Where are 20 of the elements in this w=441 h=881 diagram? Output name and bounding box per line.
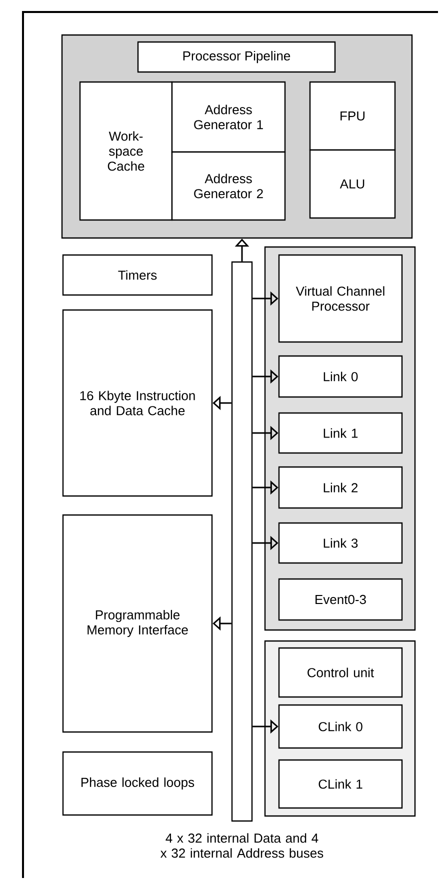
block-box: Address Generator 1 — [171, 81, 286, 153]
block-box: Control unit — [278, 647, 403, 698]
block-box: Work- space Cache — [79, 81, 173, 221]
block-box: Link 0 — [278, 355, 403, 398]
block-box: Timers — [62, 254, 213, 296]
bus-bar — [231, 261, 253, 822]
block-box: 16 Kbyte Instruction and Data Cache — [62, 309, 213, 497]
block-box: CLink 1 — [278, 759, 403, 809]
block-box: Address Generator 2 — [171, 151, 286, 221]
block-box: Link 2 — [278, 466, 403, 509]
block-box: FPU — [309, 81, 396, 151]
block-box: Link 3 — [278, 522, 403, 564]
block-box: Programmable Memory Interface — [62, 514, 213, 733]
block-box: Link 1 — [278, 412, 403, 454]
bus-caption: 4 x 32 internal Data and 4 x 32 internal Address buses — [160, 833, 324, 858]
block-box: Virtual Channel Processor — [278, 254, 403, 343]
block-box: CLink 0 — [278, 704, 403, 749]
block-box: ALU — [309, 149, 396, 219]
block-box: Event0-3 — [278, 578, 403, 621]
block-box: Phase locked loops — [62, 751, 213, 816]
